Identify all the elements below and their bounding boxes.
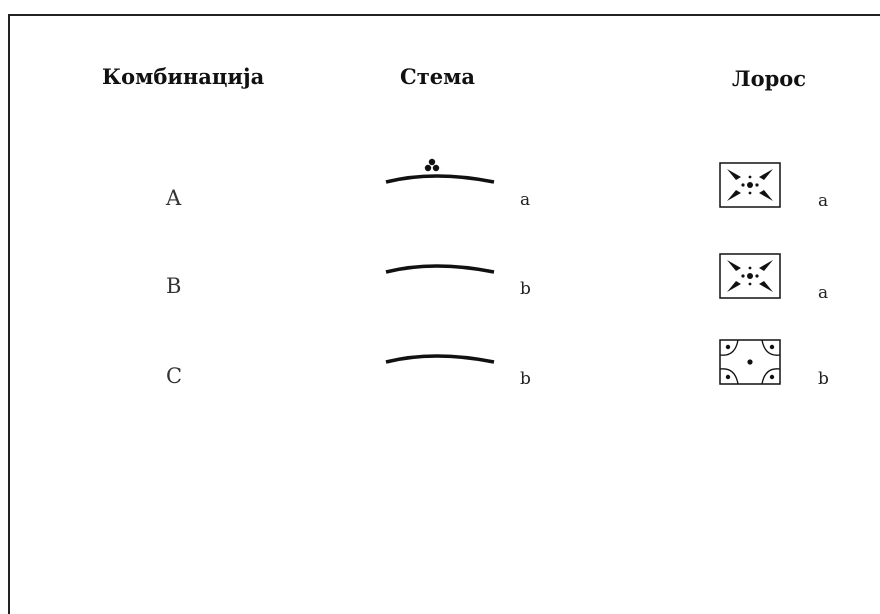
loros-x-pattern-icon — [719, 162, 781, 208]
header-stem: Стема — [400, 64, 475, 89]
row-b-loros-label: a — [818, 283, 829, 303]
loros-x-pattern-icon — [719, 253, 781, 299]
loros-curved-corners-icon — [719, 339, 781, 385]
row-a-combination: A — [166, 186, 182, 210]
stem-arch-icon — [385, 264, 495, 274]
figure-frame — [8, 14, 880, 614]
row-b-stem-label: b — [520, 279, 531, 299]
stem-arch-icon — [385, 354, 495, 364]
row-a-stem-label: a — [520, 190, 531, 210]
stem-dotted-arch-icon — [385, 158, 495, 184]
row-c-stem-label: b — [520, 369, 531, 389]
row-a-loros-label: a — [818, 191, 829, 211]
row-c-combination: C — [166, 364, 183, 388]
header-combination: Комбинација — [102, 64, 265, 89]
row-c-loros-label: b — [818, 369, 829, 389]
header-loros: Лорос — [732, 66, 807, 91]
row-b-combination: B — [166, 274, 182, 298]
